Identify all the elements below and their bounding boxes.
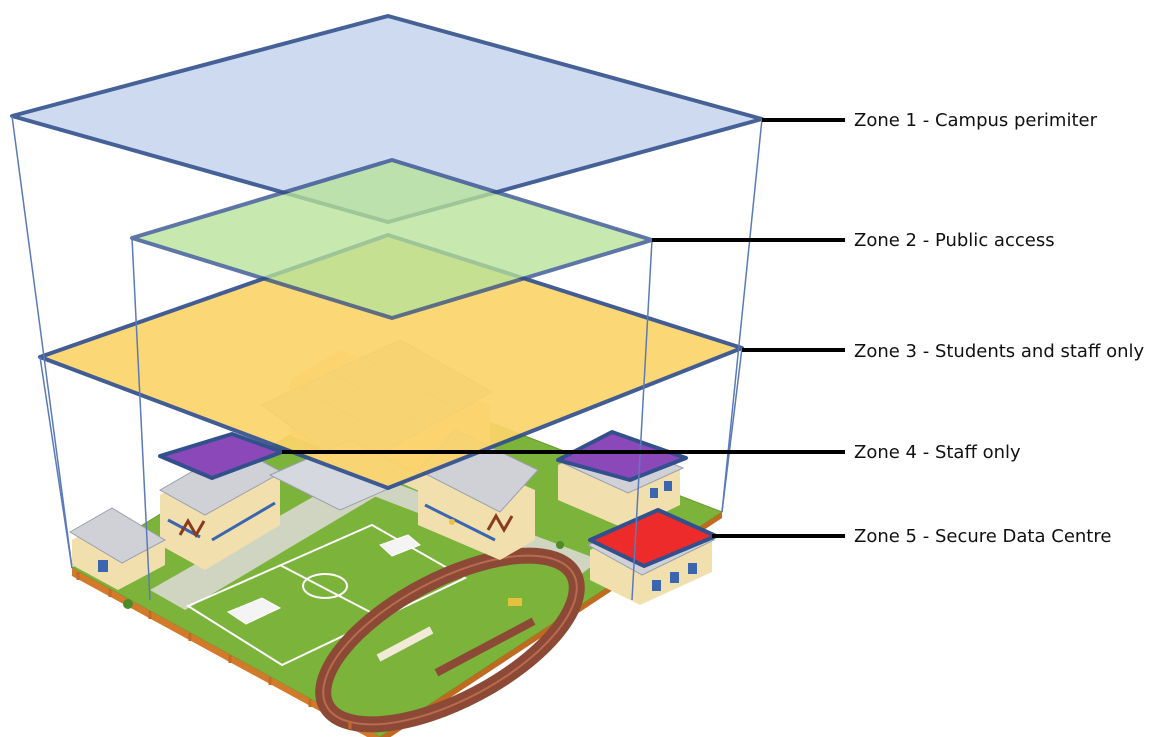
zone-4-label: Zone 4 - Staff only [854,442,1021,463]
running-track [315,547,585,733]
football-pitch [185,523,468,667]
zone-2-label: Zone 2 - Public access [854,230,1055,251]
zone-4-plane-right [556,430,688,482]
zone-3-label: Zone 3 - Students and staff only [854,341,1144,362]
zone-5-label: Zone 5 - Secure Data Centre [854,526,1111,547]
zone-leader-lines [282,118,845,538]
campus-fence [76,572,352,729]
tree [449,519,455,525]
zone-labels: Zone 1 - Campus perimiter Zone 2 - Publi… [854,110,1144,547]
tree [556,541,564,549]
zone-1-label: Zone 1 - Campus perimiter [854,110,1098,131]
zone-guide-lines [11,115,763,601]
building-far-left [69,507,167,590]
zone-planes [10,14,764,568]
tree [123,599,133,609]
campus-edge-left [72,568,380,737]
